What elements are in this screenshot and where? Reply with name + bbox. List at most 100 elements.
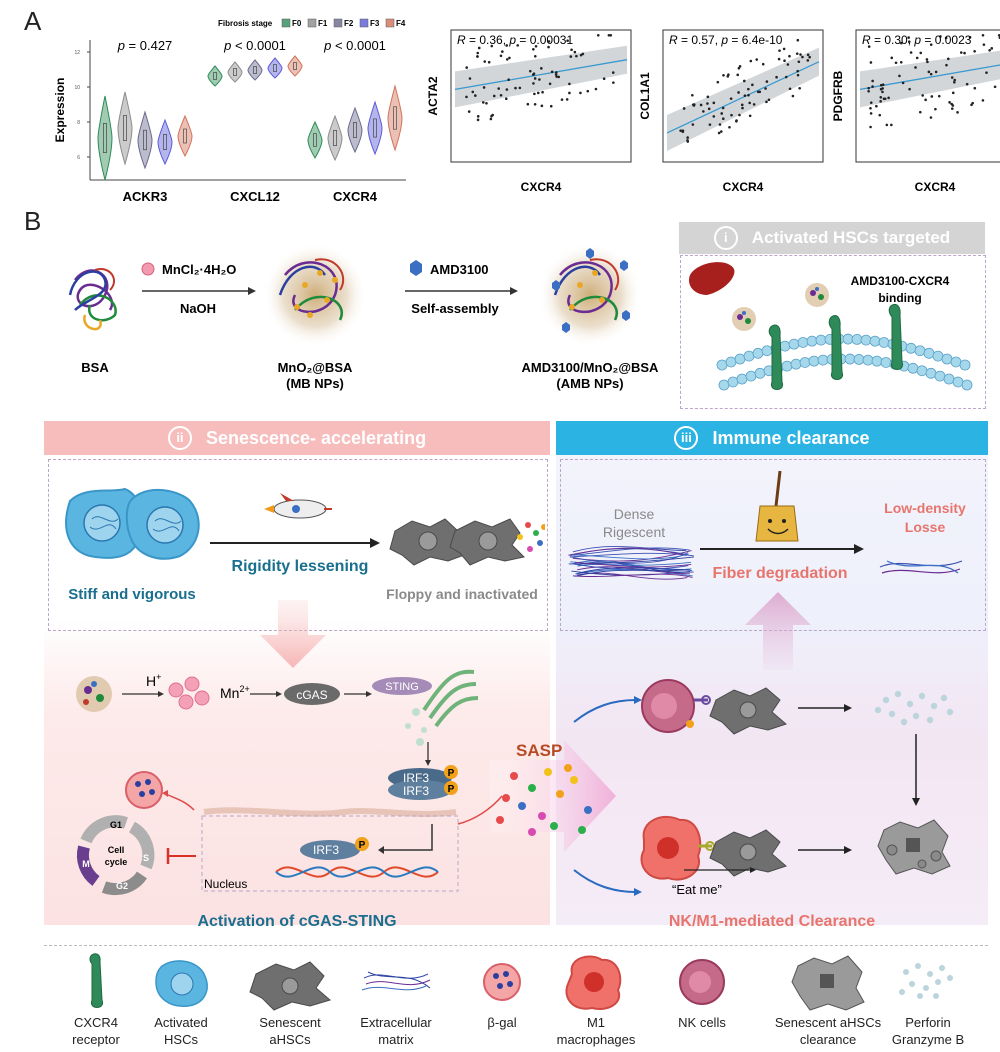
rigescent-label: Rigescent	[603, 524, 665, 540]
panel-a-letter: A	[24, 6, 42, 36]
cell-cycle-icon: G1 S G2 M Cell cycle	[76, 815, 155, 896]
violin-ackr3-f2	[137, 110, 153, 170]
scatter-stat: R = 0.57, p = 6.4e-10	[669, 33, 783, 47]
pathway-caption-left: Activation of cGAS-STING	[197, 913, 397, 930]
down-arrow-senescence	[260, 600, 326, 668]
amb-label-2: (AMB NPs)	[556, 376, 623, 391]
gene-label: CXCL12	[230, 189, 280, 204]
rocket-icon	[264, 493, 332, 519]
ytick-label: 10	[74, 85, 80, 91]
gene-label: ACKR3	[123, 189, 168, 204]
box-ii-title: ii Senescence- accelerating	[44, 421, 550, 455]
p-label-2: P	[448, 784, 455, 795]
senescent-target-icon-bottom	[709, 829, 787, 877]
legend-swatch-f4	[385, 18, 395, 28]
sasp-arrow	[490, 740, 616, 852]
legend-beta-gal-icon	[483, 963, 521, 1001]
scatter-xlabel: CXCR4	[915, 180, 956, 194]
violin-cxcr4-f4	[387, 84, 403, 152]
box-ii-illustration: Stiff and vigorous Rigidity lessening Fl…	[65, 487, 545, 603]
legend-clearance-icon	[791, 955, 865, 1011]
box-ii-numeral: ii	[167, 426, 192, 450]
legend-ecm-icon	[361, 971, 431, 991]
cycle-m: M	[82, 859, 90, 869]
legend-label-f2: F2	[344, 19, 354, 28]
box-i-numeral: i	[713, 226, 738, 250]
mn-precursor-icon	[141, 262, 155, 276]
mn-ions-icon	[168, 676, 210, 710]
cgas-label: cGAS	[296, 688, 327, 702]
dense-label: Dense	[614, 506, 655, 522]
scatter-stat: R = 0.36, p = 0.00031	[457, 33, 573, 47]
mb-label-2: (MB NPs)	[286, 376, 344, 391]
pval-label: p = 0.427	[117, 38, 173, 53]
cycle-center-2: cycle	[105, 857, 128, 867]
nucleus-label: Nucleus	[204, 877, 247, 891]
box-iii-numeral: iii	[674, 426, 699, 450]
ytick-label: 12	[74, 50, 80, 56]
box-i-title-text: Activated HSCs targeted	[751, 228, 951, 247]
h-plus-label: H+	[146, 672, 161, 689]
box-i	[680, 255, 986, 409]
up-arrow-immune	[745, 592, 811, 670]
sasp-label: SASP	[516, 741, 562, 760]
reagent2: AMD3100	[430, 262, 489, 277]
violin-ackr3-f4	[177, 114, 193, 158]
pathway-caption-right: NK/M1-mediated Clearance	[668, 913, 876, 930]
activated-hsc-icon	[65, 487, 200, 560]
box-iii-title-text: Immune clearance	[712, 427, 870, 448]
irf3-label-3: IRF3	[313, 843, 339, 857]
floppy-label: Floppy and inactivated	[386, 586, 538, 602]
gene-label: CXCR4	[333, 189, 378, 204]
synthesis-scheme: BSA MnCl₂·4H₂O NaOH MnO₂@BSA (MB NPs) AM…	[68, 243, 659, 391]
scatter-ylabel: COL1A1	[638, 72, 652, 120]
scatter-ylabel: PDGFRB	[831, 70, 845, 121]
low-density-label: Low-density	[884, 500, 966, 516]
dna-icon	[275, 866, 439, 878]
ytick-label: 6	[77, 155, 80, 161]
cycle-s: S	[143, 853, 149, 863]
mb-nanoparticle-icon	[263, 243, 367, 347]
violin-cxcr4-f1	[327, 114, 343, 162]
legend-perforin-icon	[899, 963, 953, 999]
panel-b-letter: B	[24, 206, 42, 236]
cycle-center-1: Cell	[108, 845, 125, 855]
legend-icons	[89, 953, 953, 1011]
legend-swatch-f1	[307, 18, 317, 28]
violin-cxcr4-f2	[347, 106, 363, 154]
legend-swatch-f0	[281, 18, 291, 28]
p-label-3: P	[359, 840, 366, 851]
m1-macrophage-icon	[640, 815, 715, 881]
cycle-g2: G2	[116, 881, 128, 891]
legend-label-f4: F4	[396, 19, 406, 28]
mb-label-1: MnO₂@BSA	[278, 360, 353, 375]
box-ii-title-text: Senescence- accelerating	[205, 427, 427, 448]
loose-ecm-icon	[879, 560, 963, 574]
violin-cxcl12-f4	[287, 55, 303, 77]
nucleus-box	[201, 815, 459, 892]
amb-nanoparticle-icon	[538, 243, 642, 347]
legend-activated-hsc-icon	[155, 960, 208, 1007]
binding-label-2: binding	[878, 291, 921, 305]
amb-np-small-icon	[76, 676, 112, 712]
legend-label-nk-cells: NK cells	[678, 1015, 726, 1030]
sting-label: STING	[385, 681, 419, 693]
violin-cxcr4-f0	[307, 120, 323, 159]
box-i-illustration: AMD3100-CXCR4 binding	[688, 262, 973, 391]
cycle-g1: G1	[110, 820, 122, 830]
nk-cell-icon	[641, 679, 711, 733]
beta-gal-icon	[125, 771, 163, 809]
broom-icon	[755, 470, 799, 542]
er-icon	[422, 669, 479, 728]
amd3100-icon	[410, 260, 422, 276]
violin-ackr3-f0	[97, 95, 113, 181]
